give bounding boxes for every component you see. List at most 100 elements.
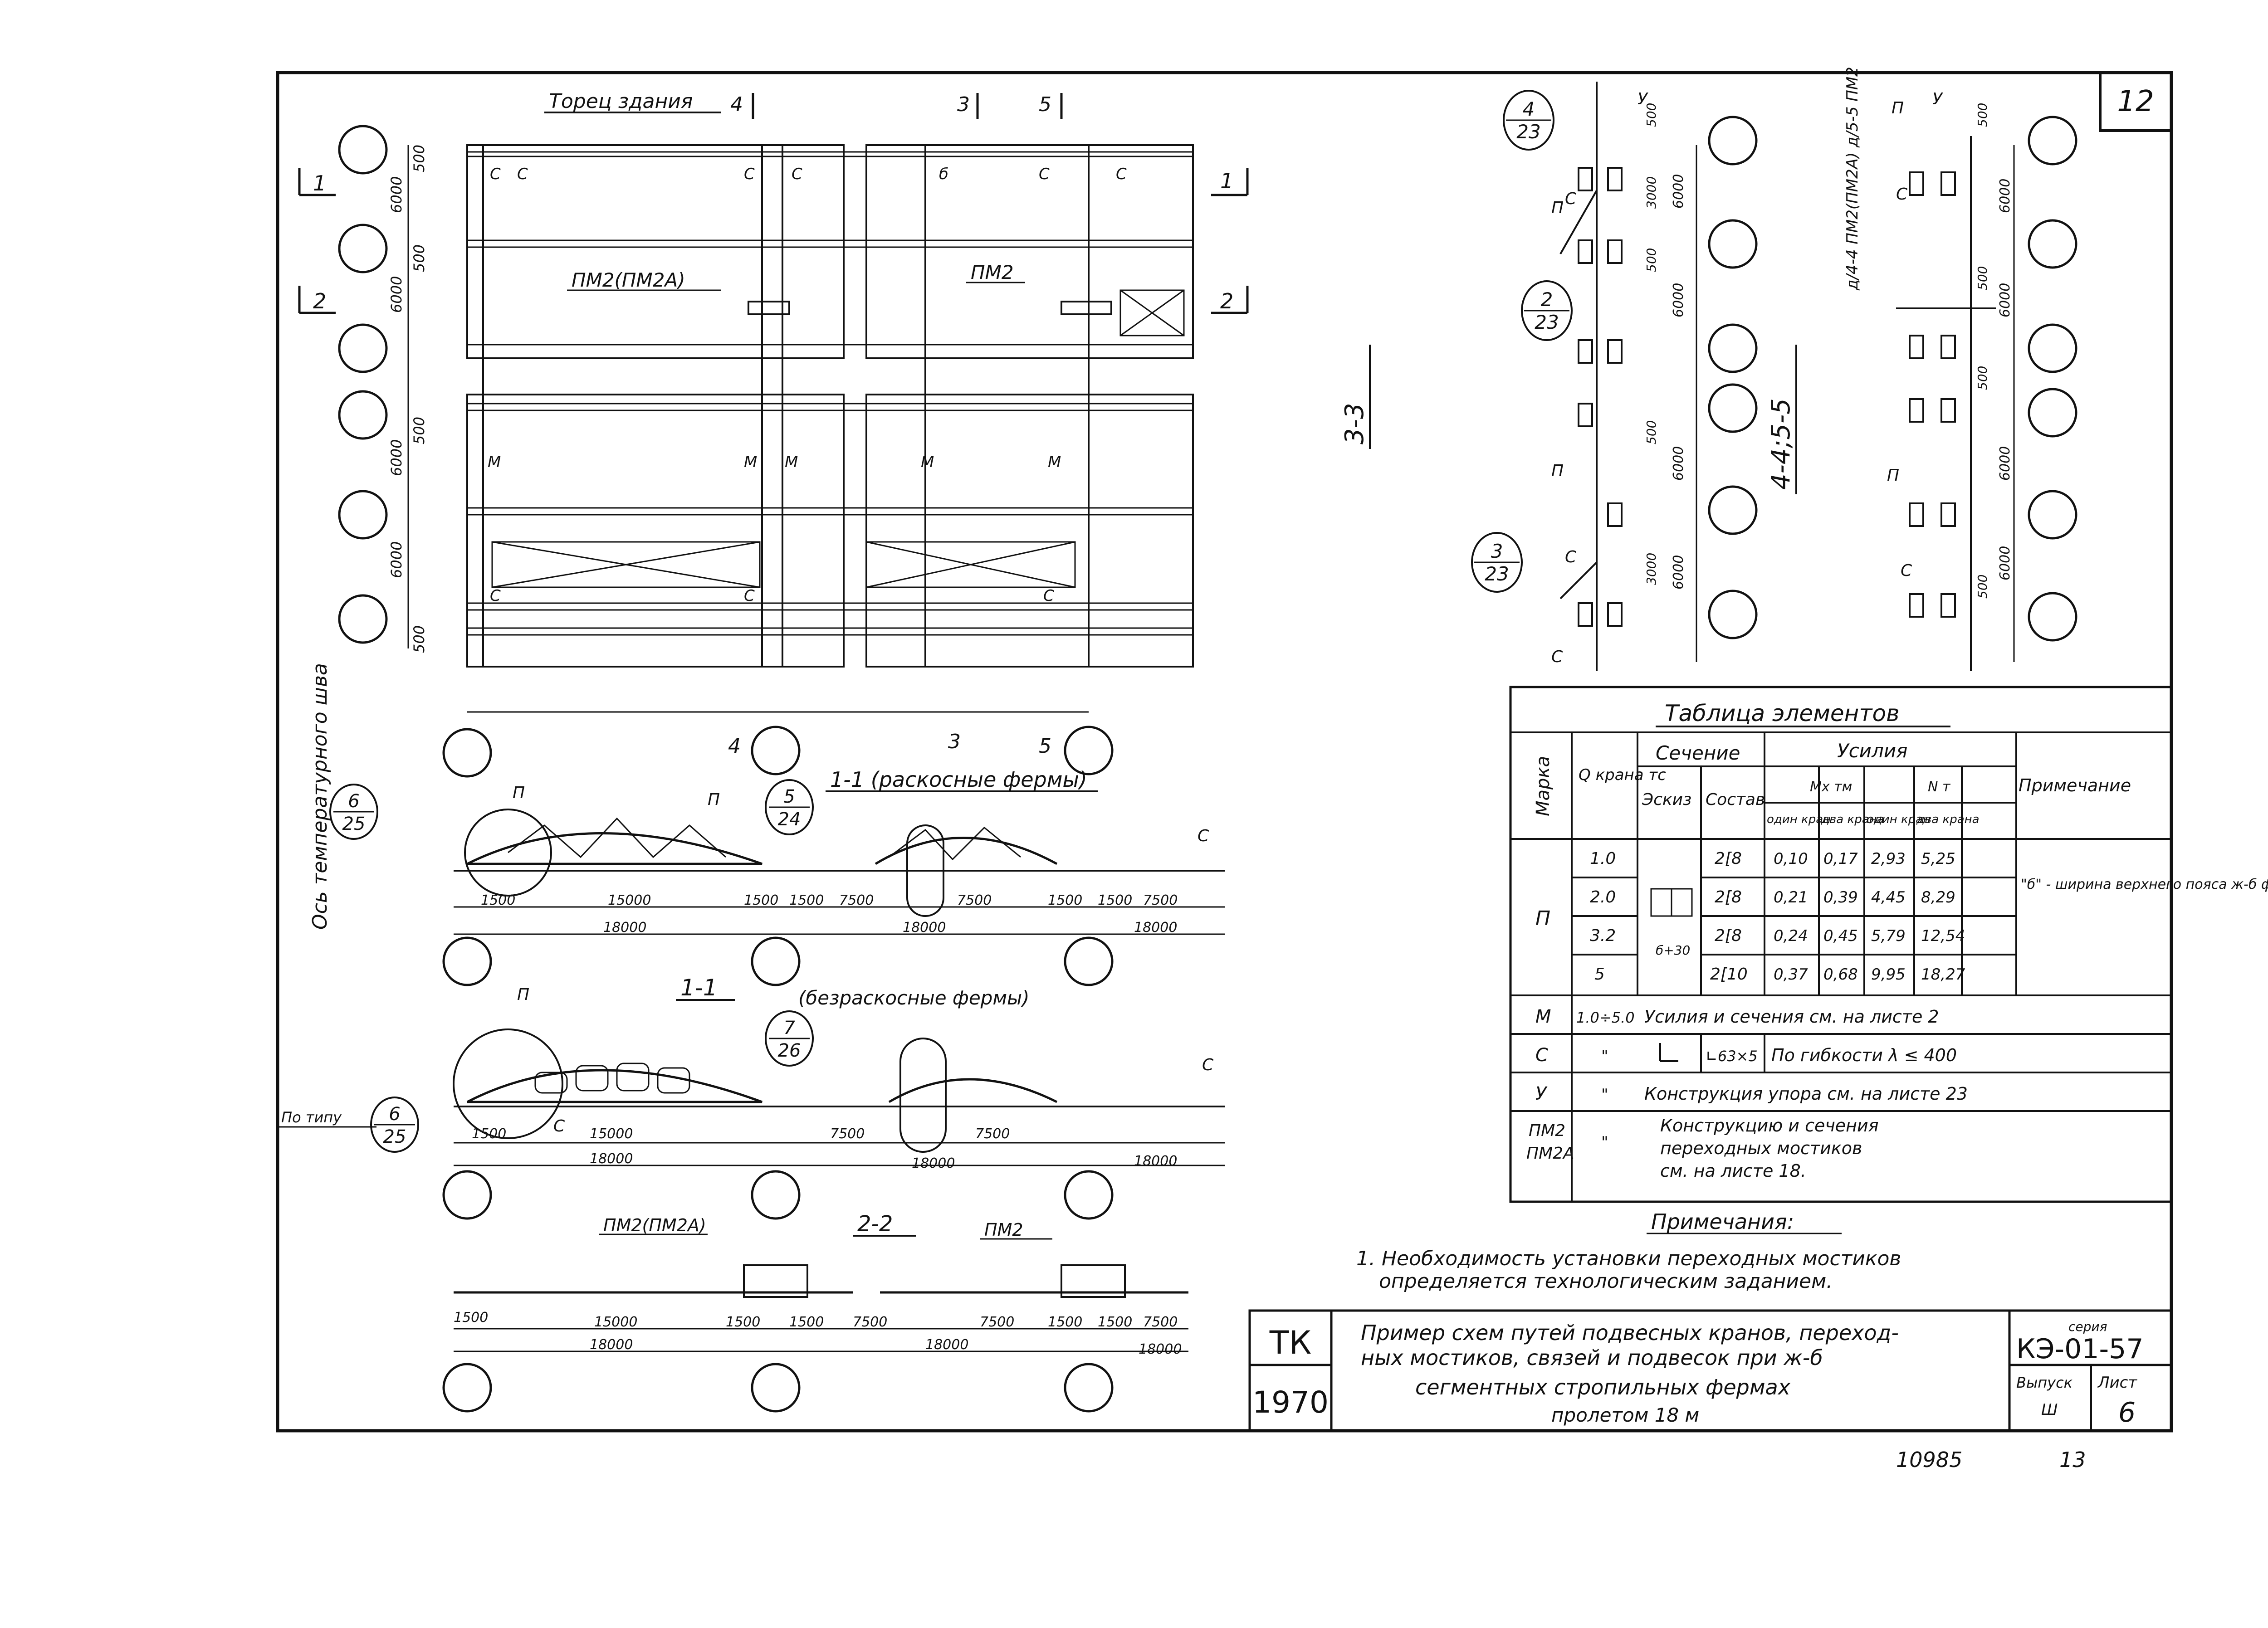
stamp-title4: пролетом 18 м [1551, 1404, 1699, 1426]
row-mx1: 0,21 [1774, 888, 1808, 907]
stamp-title2: ных мостиков, связей и подвесок при ж-б [1361, 1345, 1823, 1370]
label-p: П [708, 790, 720, 809]
sheet-number: 12 [2117, 85, 2154, 118]
stamp-series: КЭ-01-57 [2016, 1333, 2144, 1365]
callout-top: 3 [1491, 540, 1503, 562]
label-p: П [513, 784, 525, 802]
axis-circle [1708, 383, 1758, 433]
row-comp: 2[10 [1710, 965, 1748, 984]
callout: 2 23 [1521, 280, 1573, 341]
axis-circle [1708, 485, 1758, 535]
mark-c: С [744, 587, 755, 605]
callout-bottom: 24 [778, 809, 801, 830]
callout-top: 2 [1541, 288, 1553, 311]
stamp-series-label: серия [2068, 1319, 2107, 1334]
row-c-q: " [1601, 1047, 1608, 1065]
axis-circle [2028, 116, 2077, 166]
row-mx1: 0,37 [1774, 965, 1808, 984]
mark-m: М [921, 453, 934, 471]
row-comp: 2[8 [1715, 849, 1742, 868]
header-forces: Усилия [1837, 740, 1907, 762]
axis-circle [1064, 936, 1114, 986]
label-u: У [1932, 90, 1943, 108]
section-mark-5-bottom: 5 [1039, 735, 1051, 758]
dim: 3000 [1644, 553, 1659, 585]
section-note-unbraced: (безраскосные фермы) [798, 987, 1030, 1009]
sketch-dim: б+30 [1656, 943, 1690, 958]
bridge-label-pm2: ПМ2 [984, 1220, 1023, 1240]
dim: 7500 [853, 1314, 887, 1330]
mark-p: П [1535, 907, 1550, 930]
callout-top: 6 [348, 791, 359, 812]
footer-page: 13 [2059, 1448, 2086, 1472]
header-sketch: Эскиз [1642, 790, 1691, 809]
mark-c: С [744, 165, 755, 183]
axis-circle [1064, 726, 1114, 775]
dim: 7500 [957, 892, 992, 908]
row-c-text: По гибкости λ ≤ 400 [1771, 1045, 1957, 1065]
dim: 18000 [590, 1337, 633, 1353]
building-end-label: Торец здания [549, 90, 693, 113]
dim: 500 [1644, 420, 1659, 444]
callout-top: 4 [1523, 98, 1535, 120]
dim-6000: 6000 [388, 439, 405, 476]
axis-circle [2028, 592, 2077, 642]
dim: 7500 [830, 1126, 865, 1142]
section-mark-2-right: 2 [1220, 289, 1233, 313]
dim: 500 [1975, 103, 1990, 127]
dim-500: 500 [411, 244, 428, 272]
header-q: Q крана тс [1579, 766, 1666, 784]
dim: 1500 [1048, 1314, 1082, 1330]
dim: 1500 [1048, 892, 1082, 908]
dim: 1500 [744, 892, 778, 908]
mark-c: С [517, 165, 528, 183]
row-pm-q: " [1601, 1133, 1608, 1151]
section-mark-3-top: 3 [957, 93, 970, 116]
mark-m: М [488, 453, 501, 471]
row-pm-text2: переходных мостиков [1660, 1138, 1862, 1158]
stamp-issue: Ш [2041, 1401, 2058, 1419]
row-mx2: 0,39 [1823, 888, 1858, 907]
axis-circle [338, 323, 388, 373]
section-mark-4-bottom: 4 [728, 735, 741, 758]
title-stamp: ТК 1970 Пример схем путей подвесных кран… [1248, 1309, 2173, 1432]
axis-circle [2028, 323, 2077, 373]
axis-circle [338, 125, 388, 175]
header-mark: Марка [1533, 756, 1554, 816]
axis-circle [751, 936, 801, 986]
dim: 500 [1975, 266, 1990, 290]
callout-top: 5 [783, 786, 795, 807]
dim: 18000 [603, 920, 646, 936]
elements-table: Таблица элементов [1509, 686, 2268, 1203]
dim: 18000 [912, 1155, 955, 1171]
section-1-1-unbraced: 1-1 (безраскосные фермы) По типу 1500 15… [279, 975, 1225, 1220]
row-mx2: 0,68 [1823, 965, 1858, 984]
axis-circle [338, 224, 388, 273]
dim: 6000 [1997, 179, 2013, 213]
stamp-issue-label: Выпуск [2016, 1374, 2073, 1391]
label-c: С [1896, 185, 1908, 204]
label-p: П [1892, 99, 1904, 117]
row-mx1: 0,10 [1774, 850, 1808, 868]
axis-circle [442, 936, 492, 986]
dim-500: 500 [411, 625, 428, 653]
row-m-mark: М [1535, 1006, 1551, 1027]
header-mx: Mx тм [1810, 779, 1852, 795]
dim: 7500 [975, 1126, 1010, 1142]
axis-circle [2028, 490, 2077, 540]
label-c: С [1198, 827, 1209, 845]
dim: 18000 [925, 1337, 968, 1353]
callout: 7 26 [765, 1010, 814, 1067]
row-pm-mark2: ПМ2А [1526, 1144, 1574, 1163]
dim: 1500 [789, 1314, 824, 1330]
section-mark-1-right: 1 [1220, 169, 1233, 193]
row-q: 3.2 [1590, 926, 1616, 945]
label-c: С [1565, 548, 1577, 566]
row-comp: 2[8 [1715, 926, 1742, 945]
mark-m: М [1048, 453, 1061, 471]
stamp-title3: сегментных стропильных фермах [1415, 1375, 1791, 1399]
dim: 3000 [1644, 176, 1659, 209]
dim: 15000 [608, 892, 651, 908]
dim: 6000 [1671, 174, 1686, 209]
dim: 6000 [1671, 283, 1686, 317]
